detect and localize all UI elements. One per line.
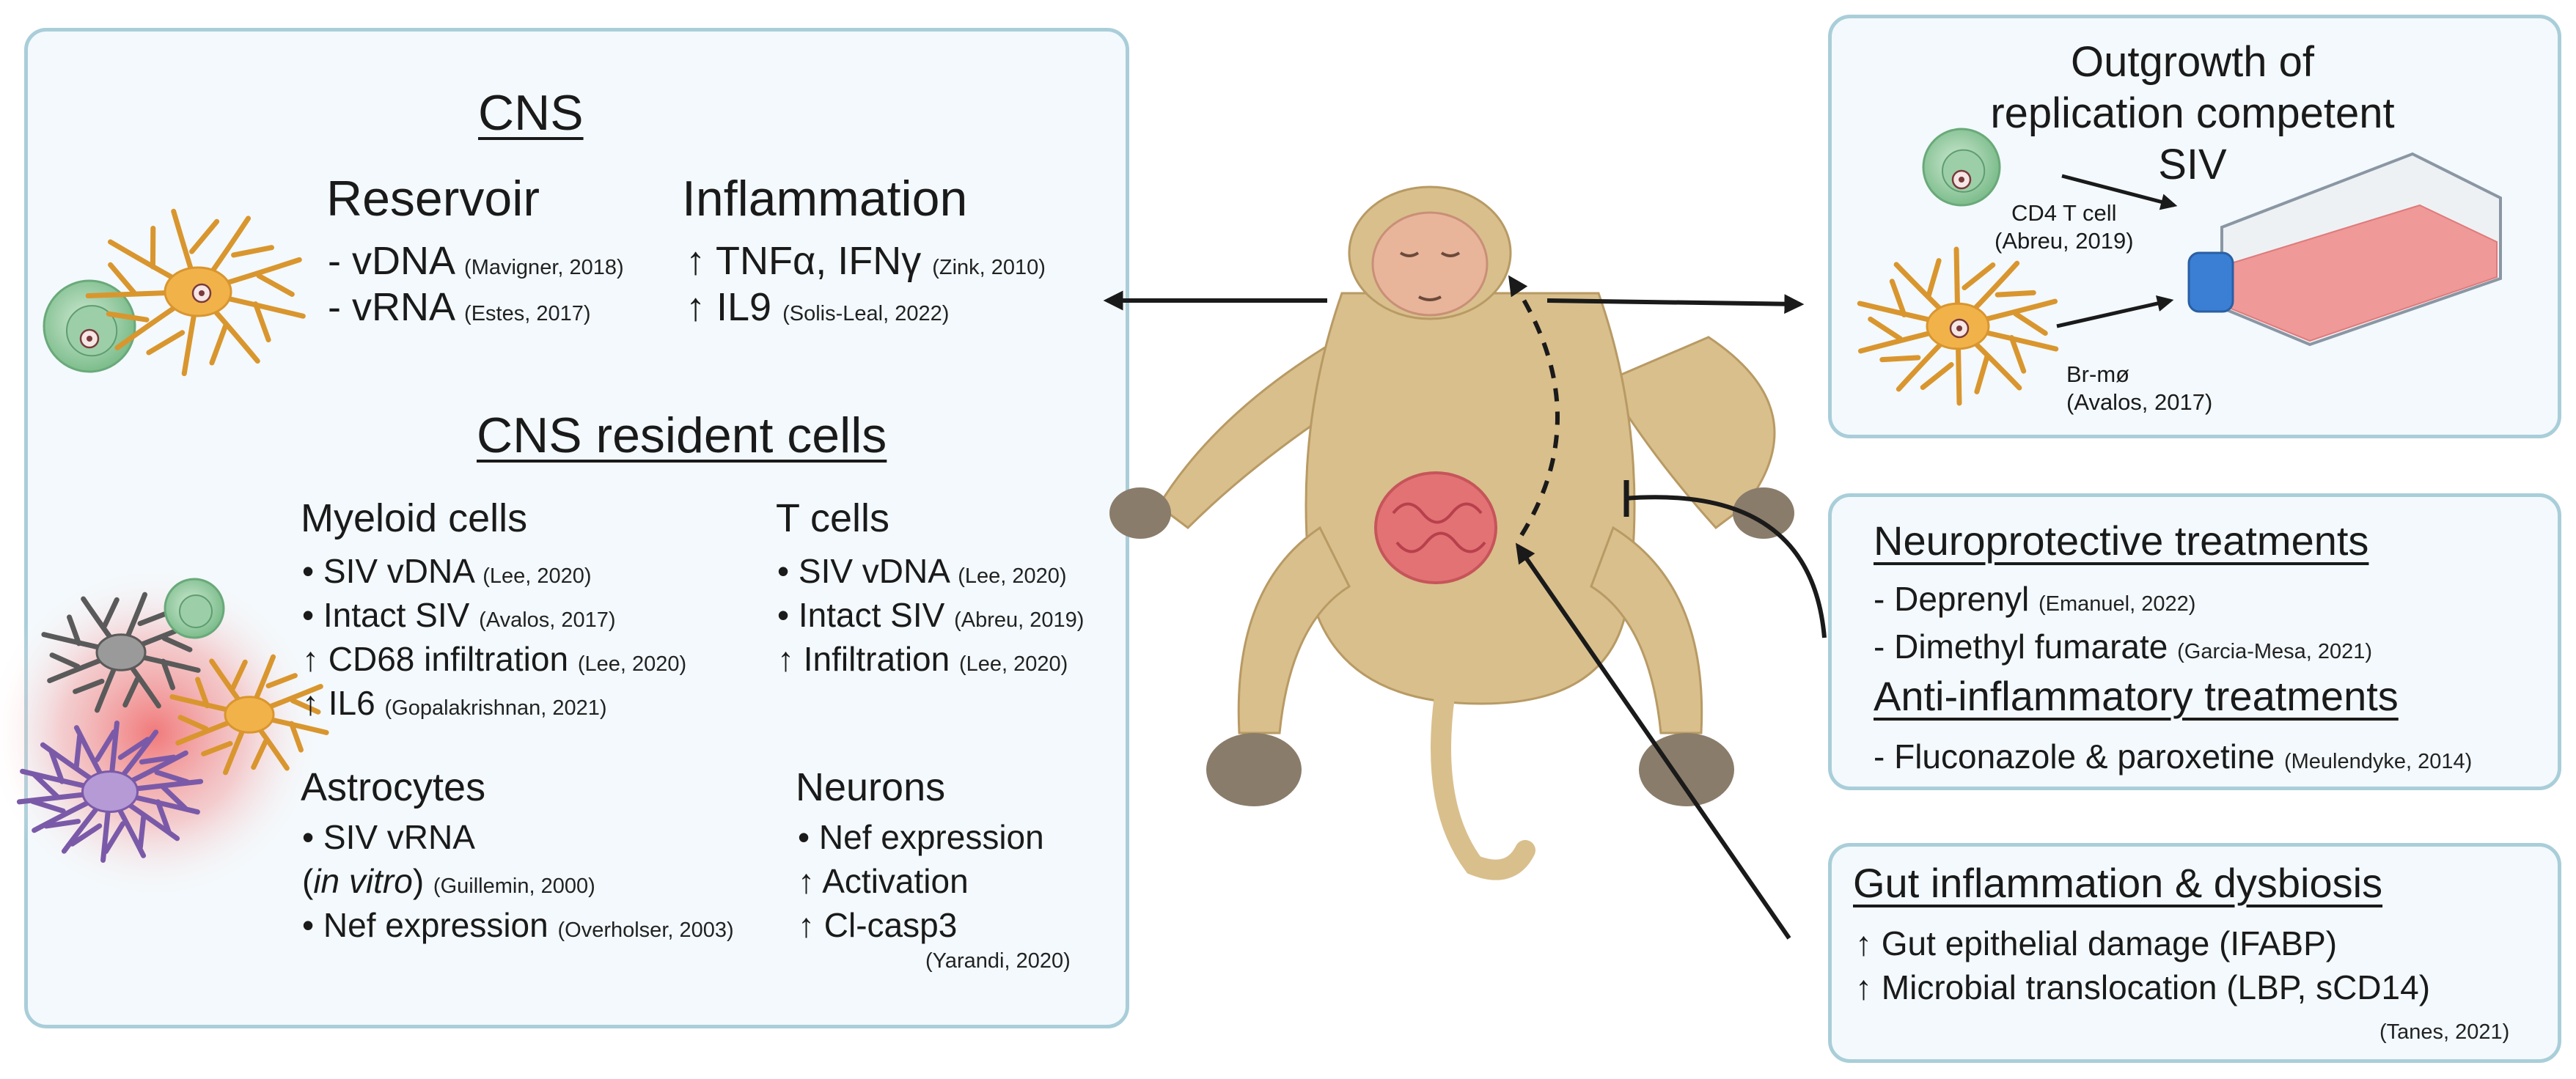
myeloid-cell-body [224, 696, 275, 734]
inflammation-glow [0, 564, 323, 902]
astrocytes-item: • Nef expression (Overholser, 2003) [302, 906, 734, 944]
arrow-to-outgrowth [1546, 294, 1805, 314]
flask-cap [2187, 251, 2234, 313]
arrow-brm-to-flask [2056, 295, 2174, 328]
reservoir-microglia-virus-core [199, 290, 205, 296]
reservoir-microglia [85, 208, 306, 377]
neurons-item: • Nef expression [798, 818, 1044, 856]
astrocytes-heading: Astrocytes [301, 765, 486, 809]
reservoir-tcell-virus-core [87, 336, 92, 342]
astrocyte-cell [16, 721, 204, 863]
neurons-item: ↑ Cl-casp3 [798, 906, 958, 944]
inflammation-item-tnf: ↑ TNFα, IFNγ (Zink, 2010) [686, 239, 1046, 283]
macaque-gut [1374, 471, 1497, 584]
astrocytes-item: • SIV vRNA [302, 818, 475, 856]
inflammation-item-il9: ↑ IL9 (Solis-Leal, 2022) [686, 285, 950, 329]
cd4-label: CD4 T cell (Abreu, 2019) [1995, 200, 2134, 254]
myeloid-item: • Intact SIV (Avalos, 2017) [302, 596, 616, 634]
macaque-left-hand [1109, 487, 1171, 539]
macaque-gut-loops [1392, 502, 1486, 553]
tcells-item: ↑ Infiltration (Lee, 2020) [777, 640, 1068, 678]
myeloid-item: • SIV vDNA (Lee, 2020) [302, 552, 592, 590]
macaque-right-foot [1639, 733, 1734, 806]
astrocytes-item-invitro: (in vitro) (Guillemin, 2000) [302, 862, 595, 900]
gut-item: ↑ Microbial translocation (LBP, sCD14) [1855, 968, 2431, 1006]
outgrowth-title: Outgrowth of replication competent SIV [1990, 38, 2395, 188]
macaque-left-foot [1206, 733, 1302, 806]
inflammation-heading: Inflammation [682, 171, 968, 227]
macaque-left-leg [1237, 526, 1351, 734]
myeloid-item: ↑ IL6 (Gopalakrishnan, 2021) [302, 684, 607, 722]
gut-to-macaque-arrow [1515, 542, 1791, 940]
treatments-panel [1828, 493, 2561, 790]
neurons-cite: (Yarandi, 2020) [925, 949, 1071, 973]
myeloid-cell [169, 654, 329, 776]
neurons-heading: Neurons [796, 765, 946, 809]
reservoir-item-vrna: - vRNA (Estes, 2017) [328, 285, 591, 329]
reservoir-item-vdna: - vDNA (Mavigner, 2018) [328, 239, 624, 283]
macaque-eyes [1399, 251, 1461, 257]
neurons-item: ↑ Activation [798, 862, 969, 900]
macaque-tail [1431, 686, 1535, 880]
neuro-item: - Dimethyl fumarate (Garcia-Mesa, 2021) [1874, 627, 2373, 666]
macaque-face [1371, 211, 1489, 317]
arrow-cd4-to-flask [2061, 174, 2178, 210]
macaque-right-hand [1733, 487, 1794, 539]
outgrowth-brm-virus-core [1956, 325, 1962, 331]
brm-label: Br-mø (Avalos, 2017) [2066, 361, 2213, 415]
tcells-heading: T cells [776, 496, 890, 540]
tcells-item: • Intact SIV (Abreu, 2019) [777, 596, 1085, 634]
neuroprotective-title: Neuroprotective treatments [1874, 518, 2369, 564]
macaque-mouth [1418, 295, 1442, 301]
outgrowth-cd4-virus-core [1959, 177, 1964, 183]
gut-title: Gut inflammation & dysbiosis [1853, 860, 2383, 906]
myeloid-heading: Myeloid cells [301, 496, 528, 540]
neuro-item: - Deprenyl (Emanuel, 2022) [1874, 580, 2196, 618]
reservoir-heading: Reservoir [326, 171, 540, 227]
tcells-item: • SIV vDNA (Lee, 2020) [777, 552, 1067, 590]
treatment-inhibit-line [1623, 495, 1827, 638]
anti-item: - Fluconazole & paroxetine (Meulendyke, … [1874, 737, 2473, 776]
infiltrating-tcell-nucleus [179, 594, 213, 628]
neuron-cell-body [95, 633, 147, 671]
cns-resident-title: CNS resident cells [477, 408, 887, 463]
gut-panel [1828, 843, 2561, 1063]
astrocyte-cell-body [81, 770, 139, 813]
gut-item: ↑ Gut epithelial damage (IFABP) [1855, 924, 2338, 962]
gut-cite: (Tanes, 2021) [2379, 1020, 2510, 1044]
anti-inflammatory-title: Anti-inflammatory treatments [1874, 673, 2399, 719]
myeloid-item: ↑ CD68 infiltration (Lee, 2020) [302, 640, 687, 678]
cns-title: CNS [478, 85, 584, 141]
macaque-right-leg [1590, 526, 1703, 734]
